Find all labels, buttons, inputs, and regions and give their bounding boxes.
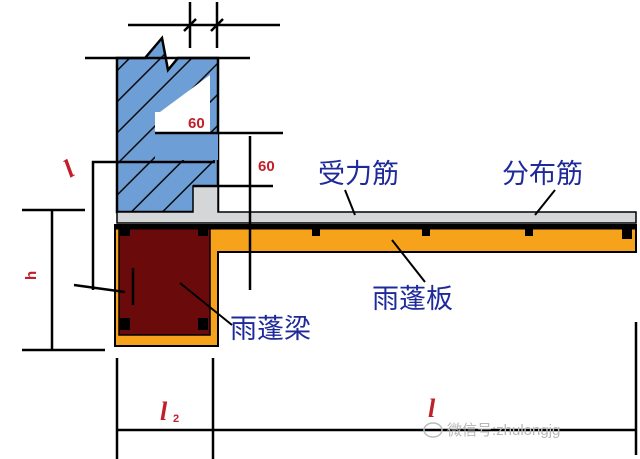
- beam-width-subscript: 2: [173, 413, 179, 425]
- dimension-lines: [22, 2, 638, 459]
- beam-height-label: h: [23, 271, 40, 280]
- watermark: 微信号:zhulongjg: [447, 422, 560, 439]
- canopy-slab-label: 雨蓬板: [372, 284, 453, 315]
- slab-top-layer: [116, 185, 637, 224]
- main-bar-label: 受力筋: [318, 159, 399, 190]
- canopy-beam-label: 雨蓬梁: [230, 314, 311, 345]
- distribution-bar-label: 分布筋: [502, 159, 583, 190]
- anchor-length-label: l: [59, 154, 80, 183]
- slab-offset-label: 60: [258, 158, 275, 175]
- rebar-dots: [120, 229, 632, 330]
- leader-lines: [179, 189, 556, 326]
- beam-width-label: l: [160, 397, 168, 426]
- wechat-icon: [423, 422, 443, 438]
- wall-offset-label: 60: [188, 115, 205, 132]
- cantilever-length-label: l: [428, 394, 436, 423]
